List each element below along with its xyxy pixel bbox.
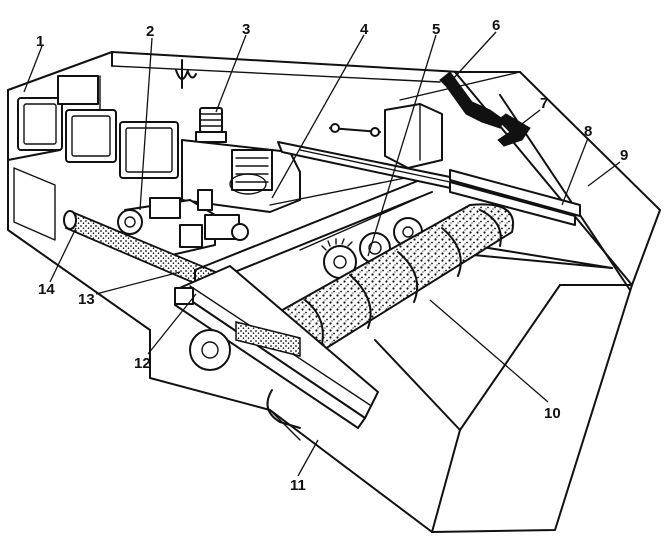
hydraulic-cylinder: [235, 321, 301, 357]
hanging-fixture: [175, 59, 197, 89]
callout-12: 12: [134, 355, 151, 372]
callout-9: 9: [620, 147, 628, 164]
callout-5: 5: [432, 21, 440, 38]
callout-8: 8: [584, 123, 592, 140]
callout-6: 6: [492, 17, 500, 34]
oil-filter-unit: [195, 107, 227, 143]
slide-rails: [277, 141, 581, 226]
callout-2: 2: [146, 23, 154, 40]
callout-labels: 1 2 3 4 5 6 7 8 9 10 11 12 13 14: [36, 17, 628, 494]
leader-lines: [23, 31, 621, 477]
callout-7: 7: [540, 95, 548, 112]
callout-1: 1: [36, 33, 44, 50]
drive-wheel: [189, 329, 301, 429]
callout-3: 3: [242, 21, 250, 38]
callout-11: 11: [290, 477, 306, 494]
equipment-box: [384, 103, 443, 169]
cab-windows: [17, 75, 179, 179]
callout-10: 10: [544, 405, 561, 422]
callout-13: 13: [78, 291, 95, 308]
callout-14: 14: [38, 281, 55, 298]
callout-4: 4: [360, 21, 369, 38]
